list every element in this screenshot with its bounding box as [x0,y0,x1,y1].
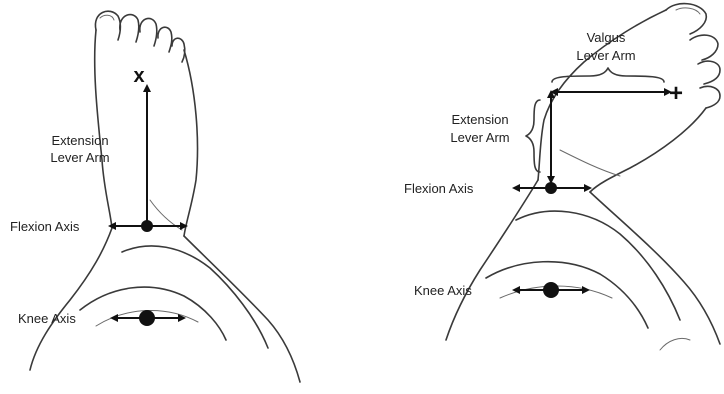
right-knee-axis-point [543,282,559,298]
right-flexion-axis-point [545,182,557,194]
right-valgus-label-line1: Valgus [587,30,626,45]
right-panel: + Valgus Lever Arm Extension Lever Arm F… [404,4,720,350]
right-extension-label-line2: Lever Arm [450,130,509,145]
left-knee-axis-label: Knee Axis [18,311,76,326]
right-force-marker-icon: + [669,80,683,107]
left-flexion-axis-label: Flexion Axis [10,219,80,234]
left-foot-illustration [30,11,300,382]
right-knee-axis-label: Knee Axis [414,283,472,298]
left-force-marker-icon: x [133,65,144,87]
left-knee-axis-point [139,310,155,326]
right-flexion-axis-label: Flexion Axis [404,181,474,196]
right-extension-label-line1: Extension [451,112,508,127]
left-flexion-axis-point [141,220,153,232]
left-extension-label-line2: Lever Arm [50,150,109,165]
right-valgus-label-line2: Lever Arm [576,48,635,63]
left-panel: x Extension Lever Arm Flexion Axis Knee … [10,11,300,382]
left-extension-label-line1: Extension [51,133,108,148]
